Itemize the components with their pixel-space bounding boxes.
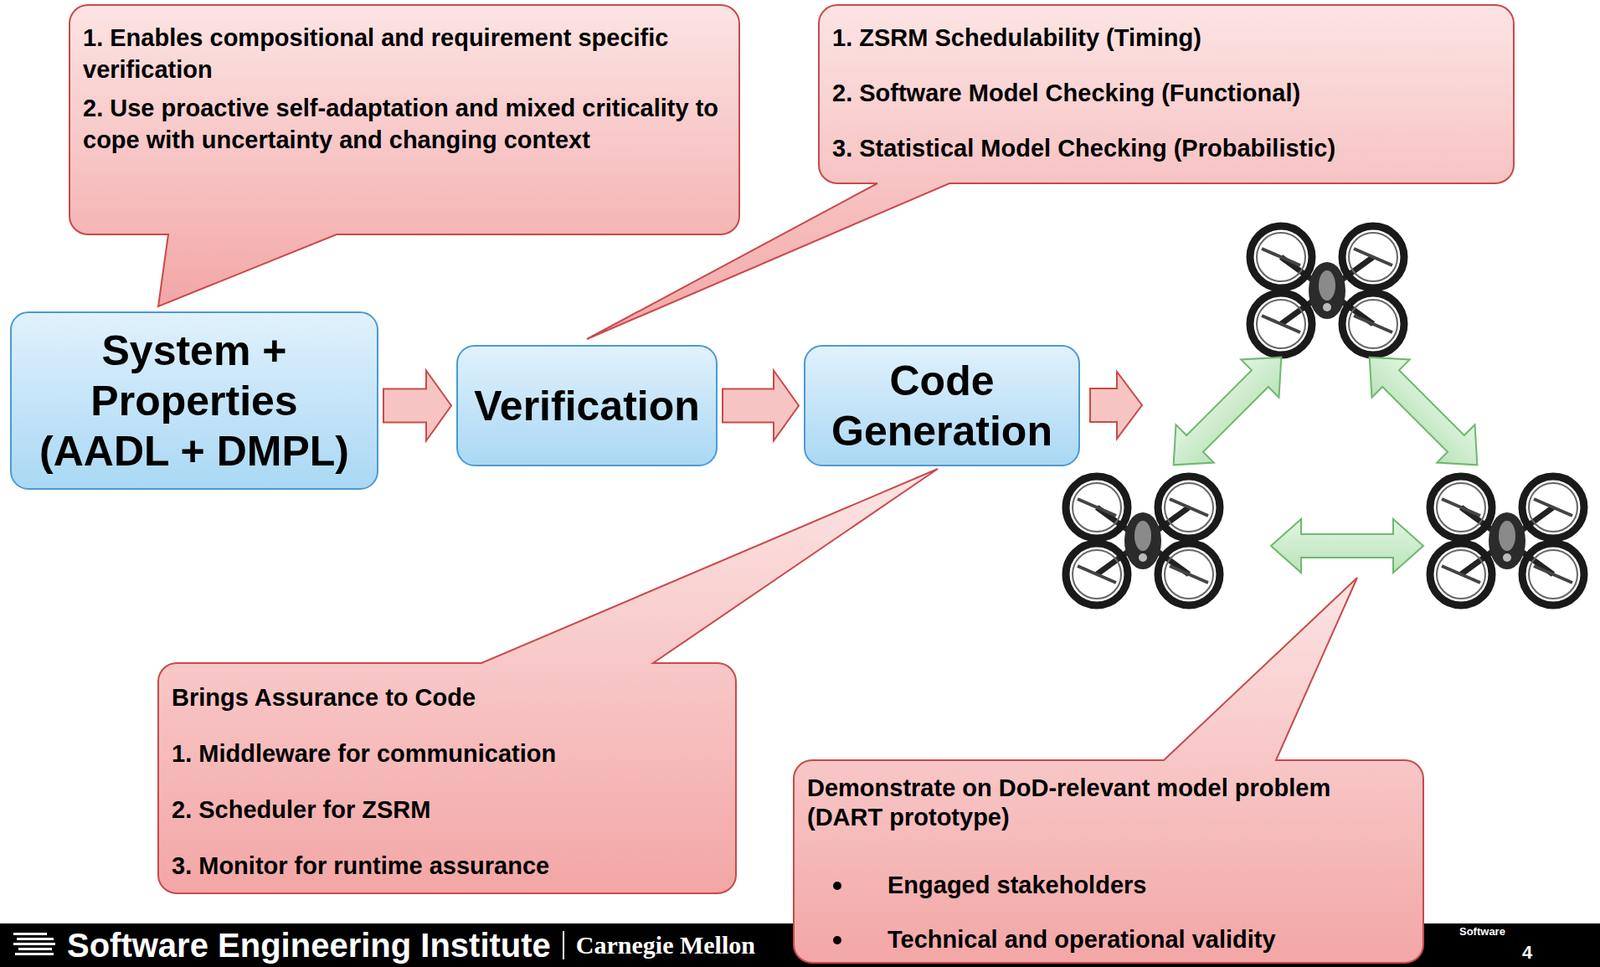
callout-text: Demonstrate on DoD-relevant model proble… <box>807 773 1390 833</box>
process-box: Verification <box>456 344 718 467</box>
callout-note: 1. ZSRM Schedulability (Timing) 2. Softwa… <box>818 5 1514 184</box>
deploy-arrow <box>1090 371 1143 439</box>
callout-text: 1. ZSRM Schedulability (Timing) <box>832 21 1501 54</box>
callout-note: Demonstrate on DoD-relevant model proble… <box>793 760 1424 963</box>
process-label: System + Properties (AADL + DMPL) <box>31 325 357 477</box>
callout-text: 1. Enables compositional and requirement… <box>82 21 726 86</box>
bullet-dot <box>833 936 842 945</box>
callout-text: 2. Use proactive self-adaptation and mix… <box>82 92 726 156</box>
callout-outline <box>793 577 1424 963</box>
process-label: Verification <box>473 380 700 432</box>
callout-text: 3. Monitor for runtime assurance <box>171 849 723 882</box>
callout-note: Brings Assurance to Code 1. Middleware fo… <box>158 663 736 894</box>
footer-text: Carnegie Mellon <box>576 923 756 967</box>
process-box: System + Properties (AADL + DMPL) <box>10 311 379 490</box>
footer-separator <box>562 931 565 960</box>
callout-note: 1. Enables compositional and requirement… <box>69 5 740 235</box>
callout-text: Engaged stakeholders <box>807 870 1390 901</box>
flow-arrow <box>383 370 452 442</box>
footer-text: Software <box>1459 925 1506 939</box>
callout-text: 2. Software Model Checking (Functional) <box>832 77 1501 109</box>
flow-arrow <box>722 370 799 442</box>
callout-outline <box>69 5 740 307</box>
drone-illustration <box>1065 226 1585 606</box>
sei-logo <box>13 931 56 960</box>
callout-text: 1. Middleware for communication <box>171 737 723 770</box>
process-label: Code Generation <box>822 355 1062 457</box>
footer-text: Software Engineering Institute <box>66 923 551 967</box>
process-box: Code Generation <box>803 344 1081 467</box>
callout-text: Brings Assurance to Code <box>171 681 723 714</box>
callout-outline <box>586 5 1514 340</box>
page-number: 4 <box>1522 941 1533 964</box>
callout-text: Technical and operational validity <box>807 925 1390 955</box>
callout-text: 3. Statistical Model Checking (Probabili… <box>832 132 1501 165</box>
bullet-dot <box>833 881 842 891</box>
link-arrows <box>1154 338 1497 573</box>
callout-text: 2. Scheduler for ZSRM <box>171 793 723 826</box>
